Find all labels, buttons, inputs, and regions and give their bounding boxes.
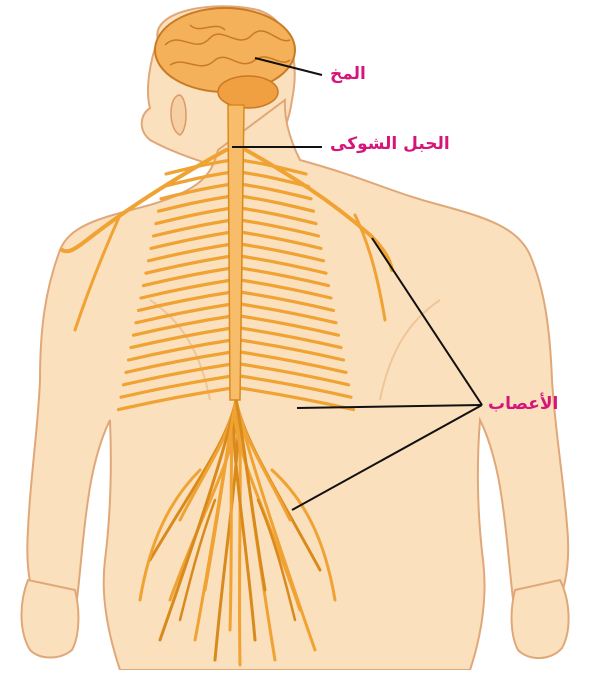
label-nerves: الأعصاب (488, 394, 558, 414)
label-spinal-cord: الحبل الشوكى (330, 134, 450, 154)
right-hand (512, 580, 569, 658)
brain-cerebellum (218, 76, 278, 108)
left-hand (22, 580, 79, 658)
label-brain: المخ (330, 64, 366, 84)
brain-cerebrum (155, 8, 295, 92)
